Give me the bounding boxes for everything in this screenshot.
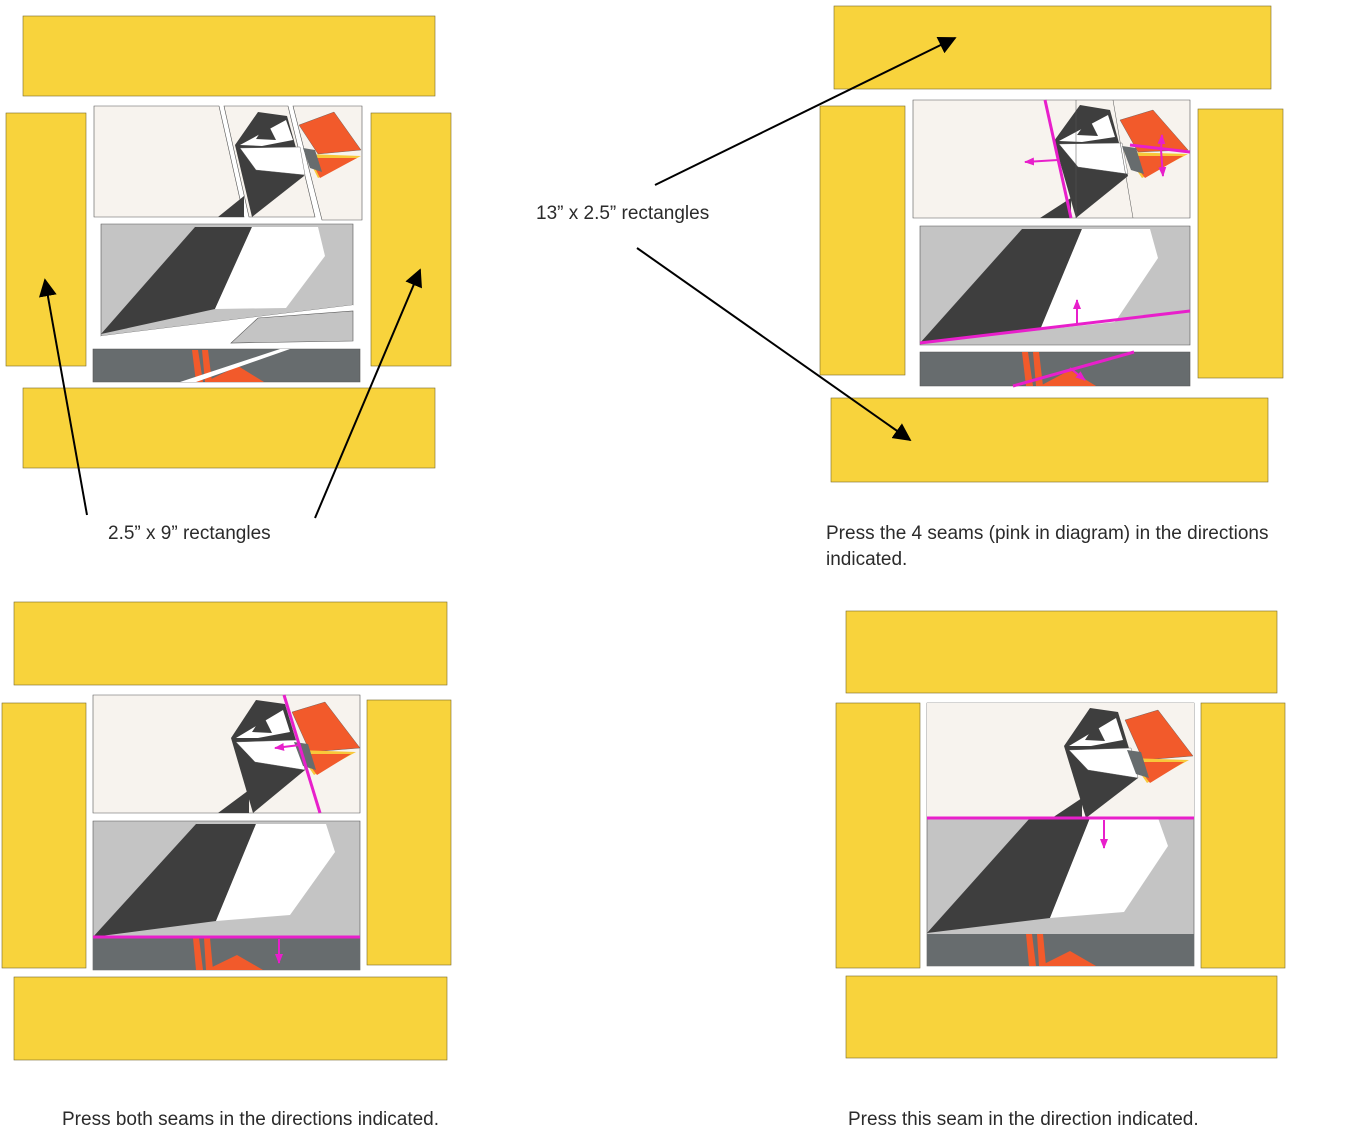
panel-3-two-seams — [1, 601, 452, 1061]
head-section — [92, 694, 361, 814]
head-piece-left — [93, 105, 245, 218]
body-piece — [100, 223, 354, 344]
pressing-seams — [927, 816, 1194, 849]
panel-2-pressed-seams — [636, 5, 1284, 483]
bottom-strip — [13, 976, 448, 1061]
head-piece-middle — [223, 105, 316, 218]
bottom-strip — [830, 397, 1269, 483]
rect-arrow-top — [654, 37, 957, 186]
feet-section — [919, 351, 1191, 387]
side-strip-arrow-left — [38, 278, 88, 516]
panel-4-one-seam — [835, 610, 1286, 1059]
top-bottom-strips-caption: 13” x 2.5” rectangles — [536, 203, 710, 224]
feet-piece — [92, 348, 361, 383]
head-section — [912, 99, 1191, 219]
body-section — [919, 225, 1191, 346]
right-strip — [366, 699, 452, 966]
top-strip — [13, 601, 448, 686]
pressing-seams — [93, 694, 360, 964]
left-strip — [835, 702, 921, 969]
right-strip — [370, 112, 452, 367]
completed-puffin-block — [926, 702, 1195, 967]
body-feet-section — [92, 820, 361, 971]
rect-arrow-bottom — [636, 247, 912, 442]
right-strip — [1200, 702, 1286, 969]
right-strip — [1197, 108, 1284, 379]
bottom-strip — [22, 387, 436, 469]
side-strips-caption: 2.5” x 9” rectangles — [108, 523, 271, 544]
left-strip — [819, 105, 906, 376]
top-strip — [845, 610, 1278, 694]
step2-caption: Press the 4 seams (pink in diagram) in t… — [826, 523, 1269, 570]
left-strip — [1, 702, 87, 969]
step4-caption: Press this seam in the direction indicat… — [848, 1109, 1199, 1130]
top-strip — [833, 5, 1272, 90]
panel-1-exploded-block — [5, 15, 452, 519]
top-strip — [22, 15, 436, 97]
step3-caption: Press both seams in the directions indic… — [62, 1109, 440, 1130]
left-strip — [5, 112, 87, 367]
head-piece-beak — [292, 105, 363, 221]
side-strip-arrow-right — [314, 268, 422, 519]
pressing-seams — [919, 99, 1191, 388]
bottom-strip — [845, 975, 1278, 1059]
